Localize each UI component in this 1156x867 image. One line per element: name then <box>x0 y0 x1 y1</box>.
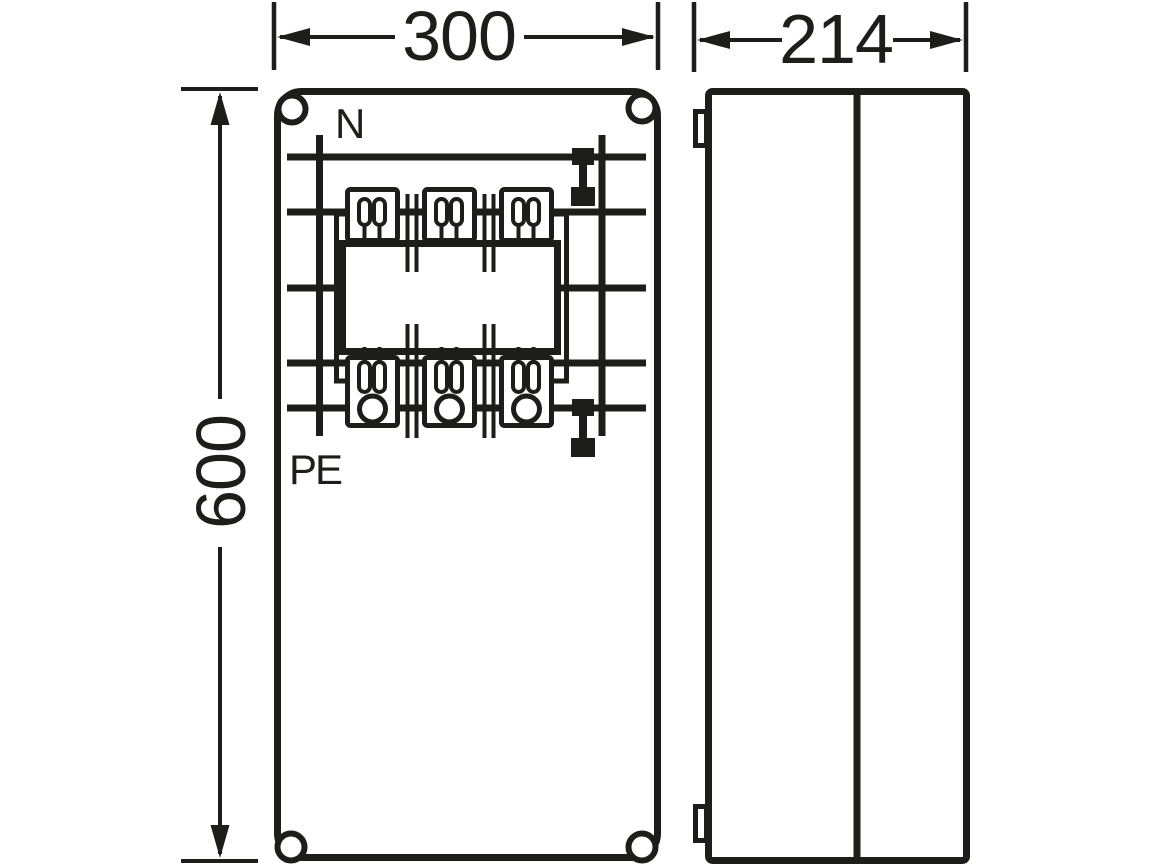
mounting-lug-top <box>696 112 707 146</box>
mounting-hole <box>625 830 659 864</box>
arrowhead-left <box>277 28 310 46</box>
arrowhead-left <box>697 31 730 49</box>
top-terminal-pole1 <box>348 190 398 241</box>
dim-height-value: 600 <box>182 415 260 529</box>
bottom-terminal-pole1 <box>348 347 398 426</box>
side-view <box>696 88 970 864</box>
mounting-hole <box>274 830 308 864</box>
bottom-terminal-pole2 <box>425 347 475 426</box>
arrowhead-top <box>210 92 230 125</box>
top-terminal-pole2 <box>425 190 475 241</box>
arrowhead-right <box>930 31 963 49</box>
pole-dividers <box>405 194 496 438</box>
arrowhead-right <box>622 28 655 46</box>
side-bracket-left <box>334 211 350 384</box>
dim-depth-value: 214 <box>779 0 893 78</box>
mounting-hole <box>625 91 659 125</box>
dim-width-value: 300 <box>402 0 516 75</box>
fuse-switch-unit <box>334 190 569 438</box>
switch-body <box>339 240 561 355</box>
neutral-label: N <box>335 100 363 147</box>
dim-width: 300 <box>271 0 661 75</box>
mounting-lug-bottom <box>696 807 707 841</box>
side-body-outline <box>705 88 970 864</box>
dim-height: 600 <box>181 87 260 863</box>
earth-label: PE <box>289 446 342 493</box>
arrowhead-bottom <box>210 825 230 858</box>
top-terminal-pole3 <box>502 190 552 241</box>
front-view: N PE <box>274 88 661 864</box>
mounting-hole <box>275 92 309 126</box>
side-bracket-right <box>549 211 569 384</box>
dim-depth: 214 <box>691 0 969 78</box>
bottom-terminal-pole3 <box>502 347 552 426</box>
